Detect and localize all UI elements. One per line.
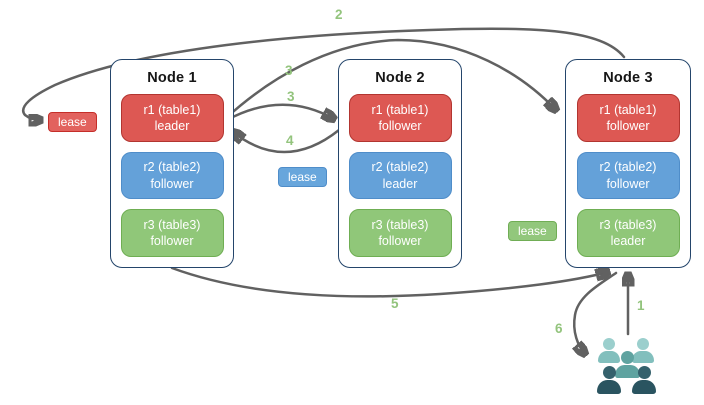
lease-badge-table3: lease — [508, 221, 557, 241]
replica-name: r2 (table2) — [371, 160, 429, 175]
node-2-replica-r2: r2 (table2) leader — [348, 151, 452, 200]
lease-badge-table2: lease — [278, 167, 327, 187]
replica-role: follower — [606, 118, 650, 133]
replica-role: follower — [150, 176, 194, 191]
replica-role: follower — [150, 234, 194, 249]
node-3-box: Node 3 r1 (table1) follower r2 (table2) … — [565, 59, 691, 268]
replica-role: follower — [378, 118, 422, 133]
arrow-step-3-to-node2 — [225, 103, 334, 120]
replica-role: leader — [382, 176, 418, 191]
node-1-replica-r3: r3 (table3) follower — [120, 209, 224, 258]
arrow-step-4 — [233, 130, 341, 154]
replica-role: leader — [610, 234, 646, 249]
node-1-replica-r1: r1 (table1) leader — [120, 94, 224, 142]
node-1-title: Node 1 — [147, 70, 197, 86]
users-icon — [595, 335, 675, 397]
node-2-box: Node 2 r1 (table1) follower r2 (table2) … — [338, 59, 462, 268]
arrow-step-2 — [22, 27, 626, 120]
replica-name: r1 (table1) — [143, 102, 201, 117]
arrow-step-5 — [170, 268, 608, 298]
arrow-step-3-to-node3 — [224, 38, 556, 120]
step-label-6: 6 — [555, 321, 563, 336]
replica-role: follower — [606, 176, 650, 191]
step-label-3b: 3 — [287, 89, 295, 104]
replica-name: r1 (table1) — [371, 102, 429, 117]
node-2-replica-r1: r1 (table1) follower — [348, 94, 452, 142]
node-1-box: Node 1 r1 (table1) leader r2 (table2) fo… — [110, 59, 234, 268]
step-label-2: 2 — [335, 7, 343, 22]
node-3-replica-r3: r3 (table3) leader — [576, 209, 680, 258]
replica-name: r3 (table3) — [599, 217, 657, 232]
replica-role: follower — [378, 234, 422, 249]
arrow-step-6 — [574, 271, 618, 354]
step-label-1: 1 — [637, 298, 645, 313]
replica-name: r2 (table2) — [143, 160, 201, 175]
replica-role: leader — [154, 118, 190, 133]
node-3-title: Node 3 — [603, 70, 653, 86]
step-label-3a: 3 — [285, 63, 293, 78]
node-3-replica-r1: r1 (table1) follower — [576, 94, 680, 142]
replica-name: r3 (table3) — [143, 217, 201, 232]
step-label-4: 4 — [286, 133, 294, 148]
node-2-replica-r3: r3 (table3) follower — [348, 209, 452, 258]
step-label-5: 5 — [391, 296, 399, 311]
replica-name: r3 (table3) — [371, 217, 429, 232]
node-3-replica-r2: r2 (table2) follower — [576, 151, 680, 200]
node-2-title: Node 2 — [375, 70, 425, 86]
replica-name: r2 (table2) — [599, 160, 657, 175]
lease-badge-table1: lease — [48, 112, 97, 132]
node-1-replica-r2: r2 (table2) follower — [120, 151, 224, 200]
replica-name: r1 (table1) — [599, 102, 657, 117]
